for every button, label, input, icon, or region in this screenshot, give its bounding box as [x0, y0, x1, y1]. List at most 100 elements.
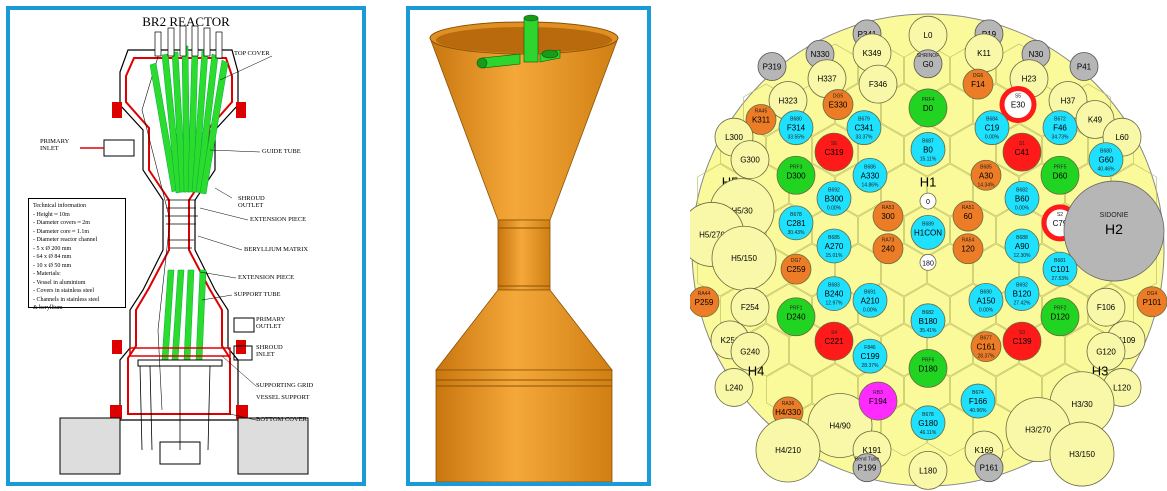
- channel-label: C259: [786, 265, 806, 274]
- channel-label: F14: [971, 80, 985, 89]
- channel-label: K191: [863, 446, 882, 455]
- channel-label: K349: [863, 49, 882, 58]
- extension-piece-label: EXTENSION PIECE: [250, 216, 307, 223]
- reactor-drawing-panel: BR2 REACTOR: [6, 6, 366, 486]
- primary-inlet-label: PRIMARY INLET: [40, 138, 70, 152]
- reactor-title: BR2 REACTOR: [142, 14, 230, 29]
- channel-label: K11: [977, 49, 991, 58]
- channel-label: H2: [1105, 221, 1123, 237]
- channel-label: B0: [923, 145, 933, 154]
- info-line: - Height ≈ 10m: [33, 211, 70, 218]
- channel-label: E30: [1011, 101, 1026, 110]
- channel-sub-label: B692: [828, 187, 840, 193]
- channel-label: H4/90: [829, 422, 851, 431]
- channel-label: G180: [918, 419, 938, 428]
- channel-label: F46: [1053, 124, 1067, 133]
- core-map: L0P341P19K349K11N330N30G0SHRINOFP319H337…: [690, 13, 1167, 490]
- supporting-grid-label: SUPPORTING GRID: [256, 382, 314, 389]
- channel-percent: 12.97%: [826, 301, 844, 307]
- info-line: - 10 x Ø 50 mm: [33, 262, 72, 269]
- channel-label: H1CON: [914, 228, 942, 237]
- channel-label: B180: [919, 317, 938, 326]
- channel-sub-label: B681: [1054, 258, 1066, 264]
- vessel-3d-render: [429, 14, 619, 482]
- channel-sub-label: RA51: [962, 205, 975, 211]
- channel-sub-label: B682: [922, 310, 934, 316]
- channel-percent: 0.00%: [979, 307, 994, 313]
- channel-label: 120: [961, 245, 975, 254]
- channel-sub-label: DG6: [973, 73, 984, 79]
- channel-label: H23: [1022, 75, 1037, 84]
- shroud-inlet-label: SHROUD INLET: [256, 344, 283, 358]
- channel-label: G60: [1098, 156, 1114, 165]
- channel-label: A330: [861, 171, 880, 180]
- channel-percent: 28.37%: [862, 363, 880, 369]
- channel-label: A30: [979, 171, 994, 180]
- channel-percent: 46.11%: [920, 430, 937, 436]
- channel-l240: L240: [714, 368, 754, 407]
- channel-label: H337: [817, 75, 837, 84]
- channel-label: C139: [1012, 337, 1032, 346]
- channel-sub-label: RB3: [873, 390, 883, 396]
- channel-label: P259: [695, 298, 714, 307]
- channel-label: F346: [869, 80, 888, 89]
- channel-sub-label: B686: [864, 164, 876, 170]
- channel-h4: H4: [748, 363, 765, 378]
- info-line: - Diameter core ≈ 1.1m: [33, 228, 90, 235]
- info-line: - Diameter covers ≈ 2m: [33, 220, 90, 226]
- channel-label: B60: [1015, 194, 1030, 203]
- channel-sub-label: B692: [1016, 283, 1028, 289]
- channel-sub-label: DG4: [1147, 291, 1158, 297]
- channel-label: P319: [763, 62, 782, 71]
- channel-label: D180: [918, 364, 938, 373]
- channel-sub-label: B689: [922, 221, 934, 227]
- channel-p41: P41: [1069, 52, 1099, 81]
- channel-label: K49: [1088, 116, 1103, 125]
- channel-label: P161: [980, 464, 999, 473]
- channel-sub-label: B674: [972, 390, 984, 396]
- channel-label: L0: [924, 31, 933, 40]
- channel-g120: G120: [1086, 331, 1126, 371]
- channel-label: B120: [1013, 290, 1032, 299]
- channel-label: H3/270: [1025, 426, 1051, 435]
- technical-info-box: Technical information - Height ≈ 10m - D…: [28, 198, 126, 311]
- channel-sub-label: S3: [1019, 330, 1025, 336]
- channel-label: C101: [1050, 265, 1070, 274]
- channel-label: D120: [1050, 313, 1070, 322]
- channel-label: H5/150: [731, 254, 757, 263]
- channel-p319: P319: [757, 52, 787, 81]
- channel-percent: 0.00%: [985, 135, 1000, 141]
- info-line: - Diameter reactor channel: [33, 237, 98, 243]
- channel-label: D300: [786, 171, 806, 180]
- channel-label: A90: [1015, 242, 1030, 251]
- channel-sub-label: RA45: [755, 109, 768, 115]
- channel-0: 0: [919, 192, 937, 210]
- channel-l180: L180: [908, 450, 948, 490]
- channel-sub-label: RA44: [698, 291, 711, 297]
- channel-label: F106: [1097, 303, 1116, 312]
- channel-sub-label: PRF3: [790, 164, 803, 170]
- channel-sub-label: PRF5: [1054, 164, 1067, 170]
- channel-sub-label: B677: [980, 336, 992, 342]
- channel-label: K251: [721, 336, 740, 345]
- channel-label: K311: [752, 116, 771, 125]
- channel-sub-label: S4: [831, 330, 837, 336]
- channel-percent: 14.34%: [978, 182, 996, 188]
- channel-label: H37: [1061, 96, 1076, 105]
- channel-sub-label: DG5: [833, 94, 844, 100]
